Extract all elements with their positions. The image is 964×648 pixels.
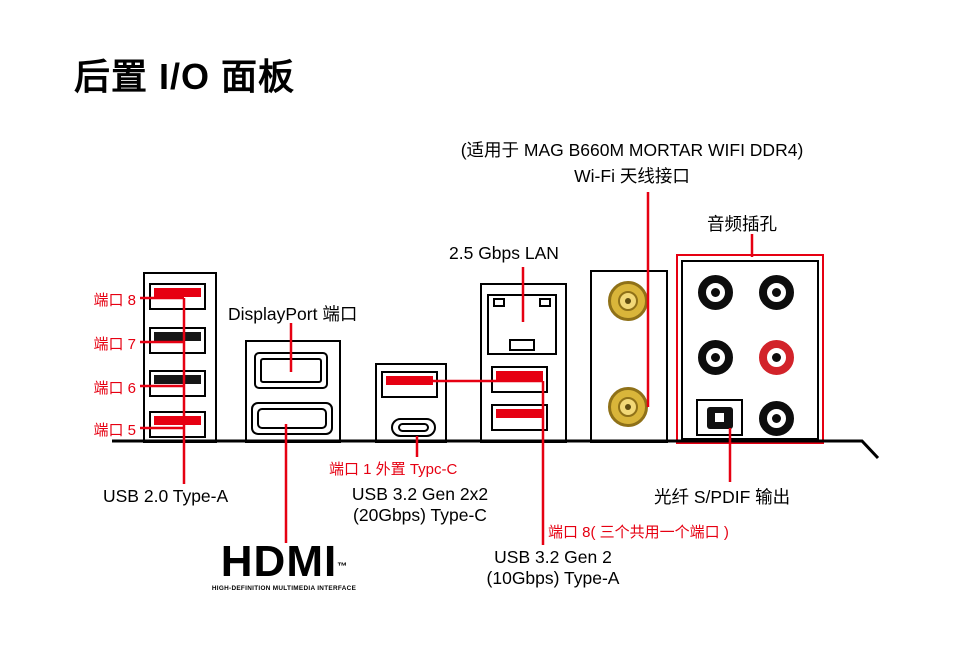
jack-hole (711, 353, 720, 362)
lan-led-left (493, 298, 505, 307)
optical-spdif-port (696, 399, 743, 436)
audio-jack-mid-left (698, 340, 733, 375)
displayport-inner (260, 358, 322, 383)
usb-c-inner (398, 423, 429, 432)
displayport-port (254, 352, 328, 389)
usb-c-port (391, 418, 436, 437)
usb-a-port-shared-top (381, 371, 438, 398)
usb-a-port-5 (149, 411, 206, 438)
usb-tongue (154, 288, 201, 297)
port-8-label: 端口 8 (93, 292, 136, 309)
antenna-pin (625, 298, 631, 304)
port-5-label: 端口 5 (93, 422, 136, 439)
port-7-label: 端口 7 (93, 336, 136, 353)
usb-tongue (386, 376, 433, 385)
lan-clip-tab (509, 339, 535, 351)
audio-jack-top-right (759, 275, 794, 310)
hdmi-inner (257, 408, 327, 429)
page-title: 后置 I/O 面板 (74, 56, 296, 97)
antenna-pin (625, 404, 631, 410)
wifi-antenna-block (590, 270, 668, 443)
wifi-antenna-callout: (适用于 MAG B660M MORTAR WIFI DDR4) Wi-Fi 天… (412, 137, 852, 189)
usb-tongue (496, 371, 543, 380)
displayport-callout: DisplayPort 端口 (228, 304, 358, 324)
ethernet-port (487, 294, 557, 355)
hdmi-logo: HDMI™ HIGH-DEFINITION MULTIMEDIA INTERFA… (203, 540, 365, 593)
video-port-block (245, 340, 341, 443)
hdmi-wordmark: HDMI™ (203, 540, 365, 584)
antenna-connector-bottom (608, 387, 648, 427)
hdmi-trademark: ™ (337, 561, 348, 573)
lan-usb-block (480, 283, 567, 443)
jack-hole (772, 353, 781, 362)
usb32-2x2-line1: USB 3.2 Gen 2x2 (351, 484, 489, 504)
usb32-gen2-line2: (10Gbps) Type-A (486, 568, 620, 588)
usb-a-port-shared-bottom (491, 404, 548, 431)
lan-callout: 2.5 Gbps LAN (449, 243, 559, 263)
audio-jack-bottom-right (759, 401, 794, 436)
usb32-gen2-line1: USB 3.2 Gen 2 (494, 547, 612, 567)
usb-tongue (154, 416, 201, 425)
usb-a-port-7 (149, 327, 206, 354)
audio-jack-group-frame (676, 254, 824, 444)
usbc-port-block (375, 363, 447, 443)
jack-hole (772, 288, 781, 297)
lan-led-right (539, 298, 551, 307)
port8-shared-callout: 端口 8( 三个共用一个端口 ) (548, 524, 729, 541)
usb32-2x2-callout: USB 3.2 Gen 2x2 (20Gbps) Type-C (330, 484, 510, 526)
hdmi-subtitle: HIGH-DEFINITION MULTIMEDIA INTERFACE (211, 585, 357, 592)
usb-tongue (154, 332, 201, 341)
port1-typec-callout: 端口 1 外置 Typc-C (329, 461, 458, 478)
hdmi-port (251, 402, 333, 435)
usb-a-port-6 (149, 370, 206, 397)
audio-jack-mid-right-red (759, 340, 794, 375)
port-6-label: 端口 6 (93, 380, 136, 397)
wifi-note-line: (适用于 MAG B660M MORTAR WIFI DDR4) (460, 140, 804, 160)
usb32-gen2-callout: USB 3.2 Gen 2 (10Gbps) Type-A (463, 547, 643, 589)
audio-jack-top-left (698, 275, 733, 310)
jack-hole (711, 288, 720, 297)
hdmi-word: HDMI (220, 537, 338, 586)
usb-a-port-8 (149, 283, 206, 310)
usb-tongue (154, 375, 201, 384)
optical-inner (706, 406, 733, 429)
wifi-antenna-line: Wi-Fi 天线接口 (574, 166, 690, 186)
audio-jacks-callout: 音频插孔 (707, 214, 777, 234)
usb2-typea-callout: USB 2.0 Type-A (103, 486, 229, 506)
optical-window (715, 413, 724, 422)
usb2-port-stack (143, 272, 217, 443)
usb-a-port-shared-mid (491, 366, 548, 393)
usb-tongue (496, 409, 543, 418)
jack-hole (772, 414, 781, 423)
usb32-2x2-line2: (20Gbps) Type-C (353, 505, 487, 525)
antenna-connector-top (608, 281, 648, 321)
spdif-callout: 光纤 S/PDIF 输出 (654, 487, 791, 507)
